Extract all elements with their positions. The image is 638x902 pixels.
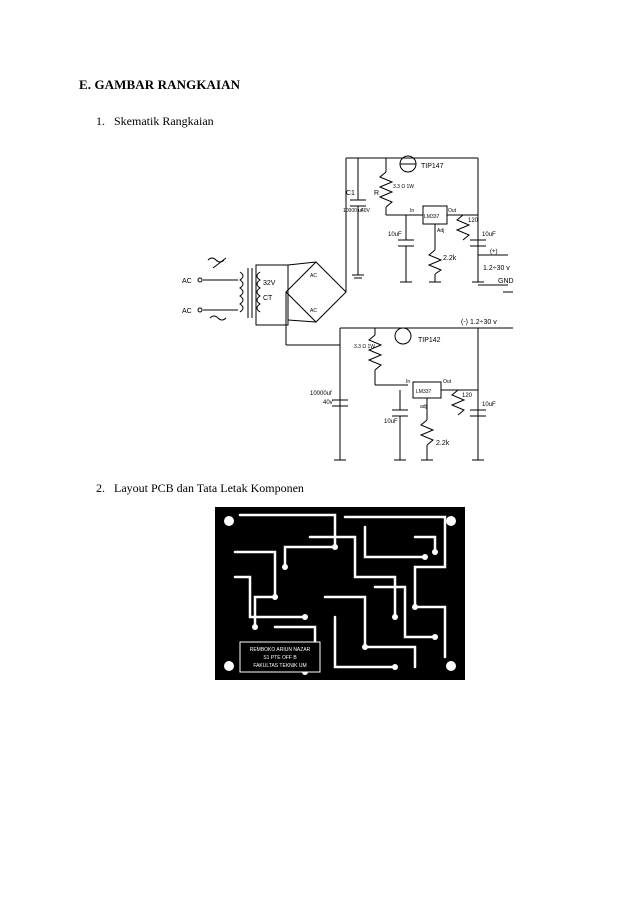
label-pos-range: 1.2÷30 v bbox=[483, 265, 510, 272]
label-ct: CT bbox=[263, 295, 273, 302]
pcb-layout-figure: REMBOKO ARIUN NAZAR S1 PTE OFF B FAKULTA… bbox=[215, 507, 465, 680]
label-out-bottom: Out bbox=[443, 379, 452, 385]
label-c1-voltage: 40V bbox=[361, 208, 371, 214]
list-item-schematic: 1. Skematik Rangkaian bbox=[96, 114, 214, 129]
label-tip147: TIP147 bbox=[421, 163, 444, 170]
label-out-top: Out bbox=[448, 208, 457, 214]
label-gnd: GND bbox=[498, 278, 514, 285]
label-lm337-top: LM337 bbox=[424, 214, 440, 220]
label-c2-value: 10000uf bbox=[310, 391, 332, 397]
pcb-layout-image: REMBOKO ARIUN NAZAR S1 PTE OFF B FAKULTA… bbox=[215, 507, 465, 680]
label-bridge-ac-bottom: AC bbox=[310, 308, 317, 314]
label-c10uf-bottom-right: 10uF bbox=[482, 402, 496, 408]
label-pos: (+) bbox=[490, 249, 498, 255]
label-tip142: TIP142 bbox=[418, 337, 441, 344]
label-lm337-bottom: LM337 bbox=[416, 389, 432, 395]
list-item-pcb-layout: 2. Layout PCB dan Tata Letak Komponen bbox=[96, 481, 304, 496]
pcb-silk-line-2: S1 PTE OFF B bbox=[263, 655, 297, 661]
label-adj-top: Adj bbox=[437, 228, 444, 234]
label-r120-bottom: 120 bbox=[462, 393, 473, 399]
label-c10uf-bottom-left: 10uF bbox=[384, 419, 398, 425]
label-adj-bottom: adj bbox=[420, 404, 427, 410]
circuit-schematic-figure: AC AC 32V CT AC AC C1 10000 uf 40V R 3.3… bbox=[178, 150, 523, 470]
item-label: Skematik Rangkaian bbox=[114, 114, 214, 128]
label-in-bottom: In bbox=[406, 379, 410, 385]
item-number: 2. bbox=[96, 481, 105, 495]
label-in-top: In bbox=[410, 208, 414, 214]
label-r1: R bbox=[374, 190, 379, 197]
label-ac-1: AC bbox=[182, 278, 192, 285]
pcb-silk-line-1: REMBOKO ARIUN NAZAR bbox=[250, 647, 311, 653]
label-neg-range: (-) 1.2÷30 v bbox=[461, 319, 497, 326]
schematic-diagram: AC AC 32V CT AC AC C1 10000 uf 40V R 3.3… bbox=[182, 155, 514, 461]
label-bridge-ac-top: AC bbox=[310, 273, 317, 279]
item-number: 1. bbox=[96, 114, 105, 128]
pcb-silk-line-3: FAKULTAS TEKNIK UM bbox=[253, 663, 306, 669]
label-ac-2: AC bbox=[182, 308, 192, 315]
label-c10uf-top-left: 10uF bbox=[388, 232, 402, 238]
label-c1: C1 bbox=[346, 190, 355, 197]
label-r1-value: 3.3 Ω 1W bbox=[393, 184, 414, 190]
label-pot-top: 2.2k bbox=[443, 255, 457, 262]
label-c1-value: 10000 uf bbox=[343, 208, 363, 214]
item-label: Layout PCB dan Tata Letak Komponen bbox=[114, 481, 304, 495]
section-heading: E. GAMBAR RANGKAIAN bbox=[79, 77, 241, 92]
label-r120-top: 120 bbox=[468, 218, 479, 224]
label-r2-value: 3.3 Ω 1W bbox=[354, 344, 375, 350]
label-c2-voltage: 40v bbox=[323, 400, 333, 406]
label-pot-bottom: 2.2k bbox=[436, 440, 450, 447]
label-32v: 32V bbox=[263, 280, 276, 287]
label-c10uf-top-right: 10uF bbox=[482, 232, 496, 238]
